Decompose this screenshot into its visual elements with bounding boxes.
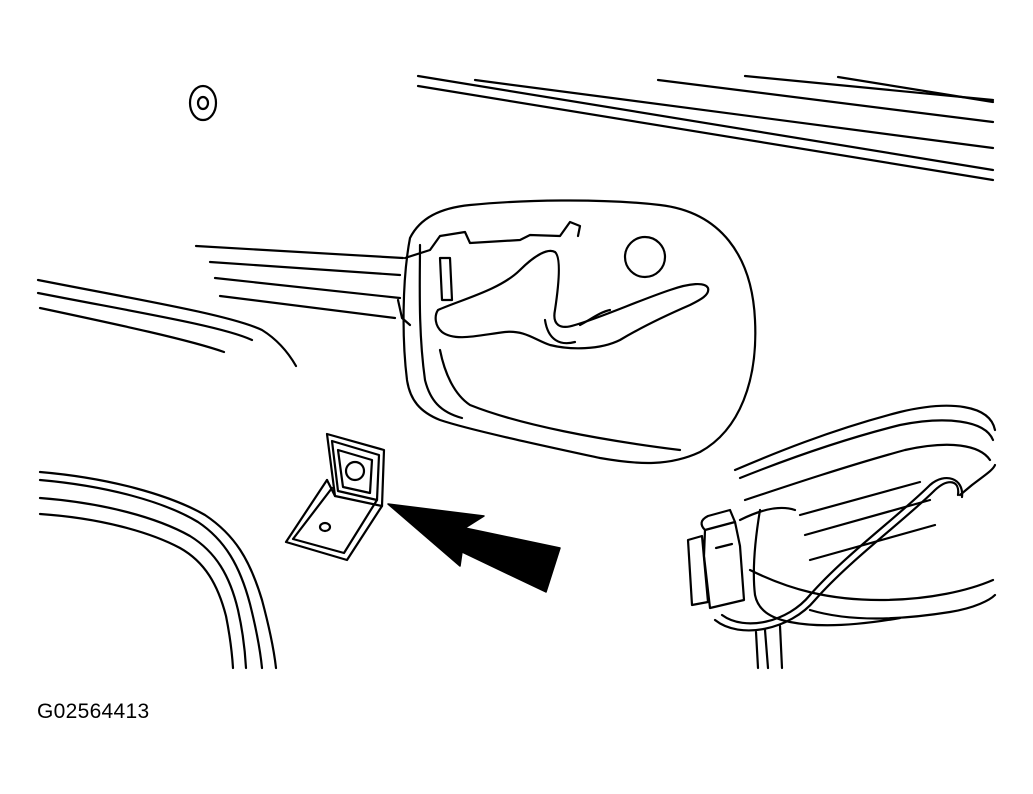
door-body-lines-left bbox=[36, 244, 405, 368]
inner-door-handle bbox=[396, 199, 757, 465]
pointer-arrow bbox=[387, 503, 561, 593]
retaining-clip bbox=[284, 432, 386, 562]
figure-id-label: G02564413 bbox=[37, 700, 150, 723]
grommet-hole bbox=[188, 84, 218, 122]
armrest-pull-handle bbox=[686, 404, 997, 670]
door-trim-top-lines bbox=[416, 74, 995, 182]
door-frame-curve bbox=[38, 470, 278, 670]
